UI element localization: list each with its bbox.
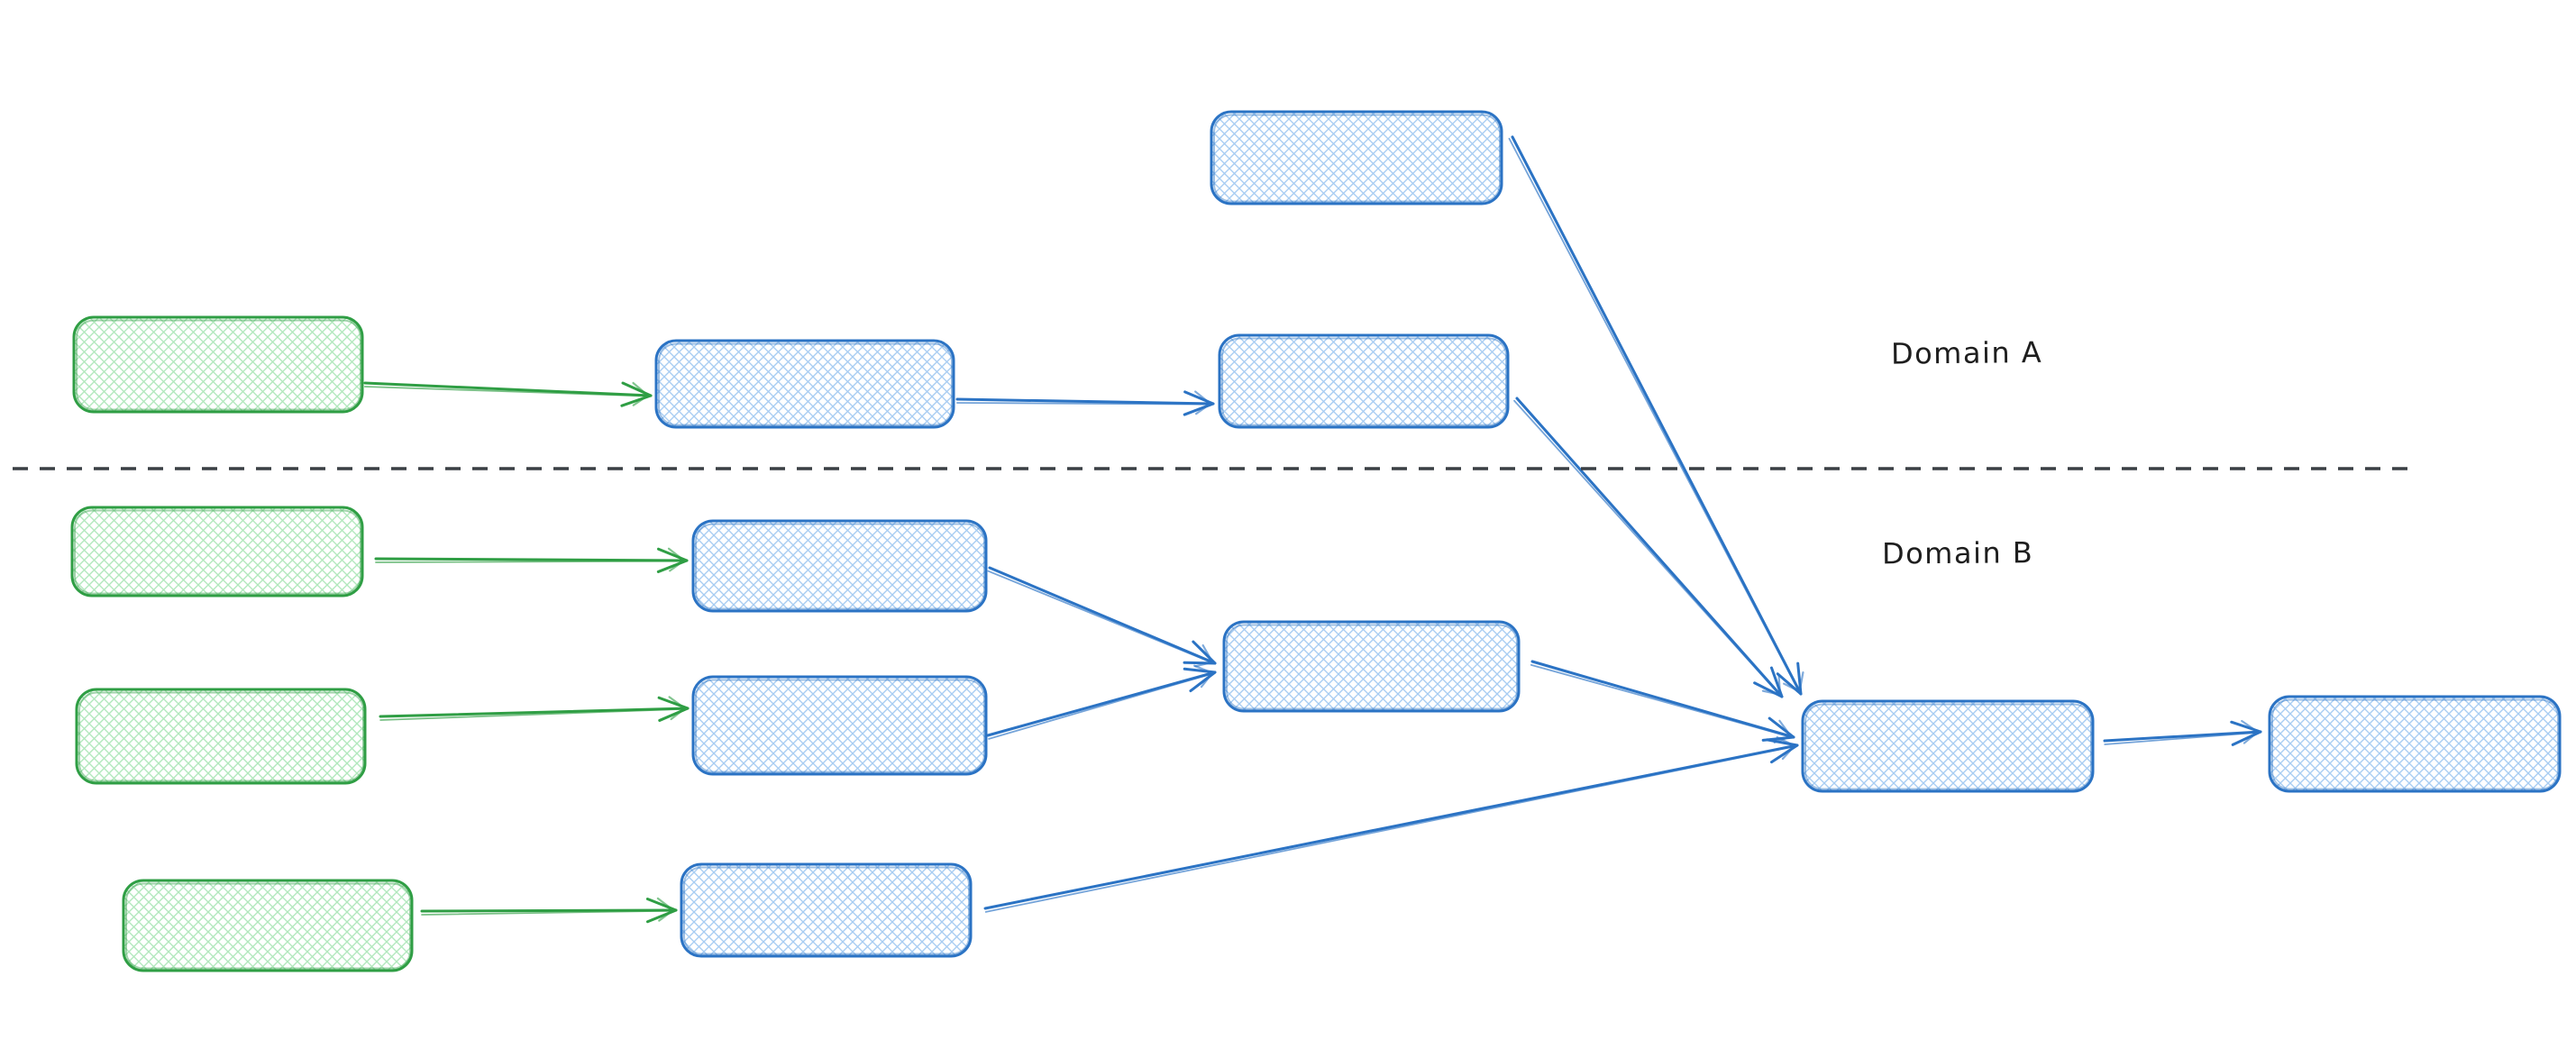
arrow-g3-to-b2[interactable] <box>379 696 690 722</box>
node-blue-b4[interactable] <box>680 862 973 958</box>
arrow-g1-to-a1[interactable] <box>363 381 653 407</box>
node-blue-output[interactable] <box>2268 695 2562 793</box>
arrow-g2-to-b1[interactable] <box>374 547 689 573</box>
arrow-b1-to-b3[interactable] <box>987 566 1217 668</box>
arrow-a2-to-agg[interactable] <box>1508 135 1804 696</box>
labels-layer: Domain A Domain B <box>1882 335 2043 571</box>
arrow-g4-to-b4[interactable] <box>420 897 678 924</box>
node-green-source-3[interactable] <box>75 688 367 785</box>
arrow-b2-to-b3[interactable] <box>986 664 1217 740</box>
node-green-source-4[interactable] <box>122 879 414 972</box>
arrow-agg-to-out[interactable] <box>2103 719 2262 746</box>
node-blue-aggregator[interactable] <box>1801 699 2095 793</box>
node-blue-a3[interactable] <box>1218 333 1510 429</box>
arrows-layer <box>363 135 2262 924</box>
node-blue-a1[interactable] <box>654 339 955 429</box>
node-blue-b2[interactable] <box>691 675 988 776</box>
arrow-b3-to-agg[interactable] <box>1530 660 1795 743</box>
node-green-source-2[interactable] <box>70 506 364 597</box>
nodes-layer <box>70 110 2562 972</box>
node-blue-b1[interactable] <box>691 519 988 613</box>
node-blue-a2-top[interactable] <box>1210 110 1503 205</box>
arrow-a3-to-agg[interactable] <box>1513 397 1784 698</box>
domain-a-label[interactable]: Domain A <box>1891 335 2043 371</box>
arrow-a1-to-a3[interactable] <box>955 390 1215 416</box>
node-green-source-1[interactable] <box>72 315 364 414</box>
node-blue-b3-merge[interactable] <box>1222 620 1521 713</box>
arrow-b4-to-agg[interactable] <box>983 735 1799 913</box>
domain-b-label[interactable]: Domain B <box>1882 535 2034 570</box>
